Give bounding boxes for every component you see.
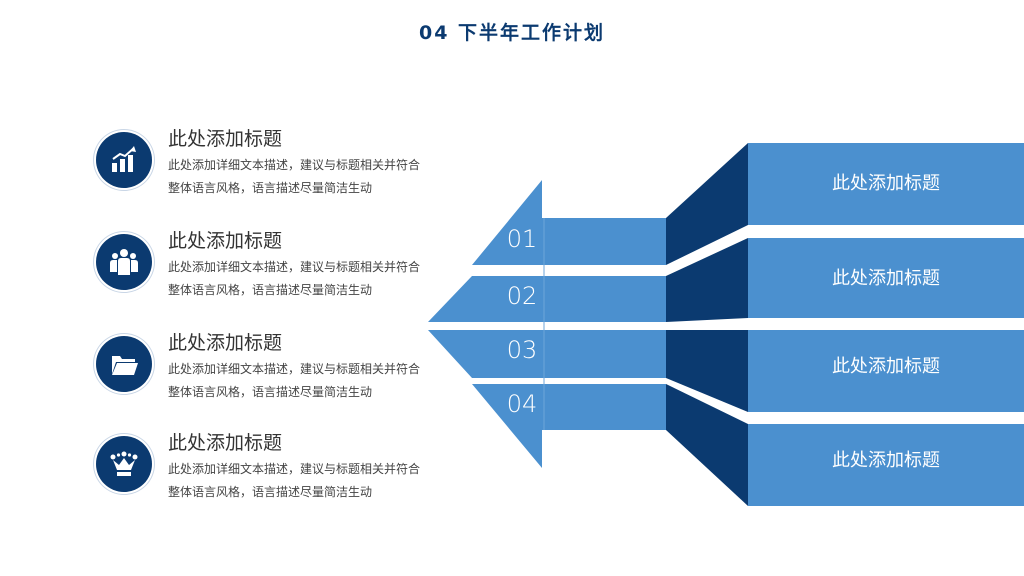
right-label-1: 此处添加标题	[832, 173, 940, 194]
arrow-segment-4	[472, 384, 666, 468]
plan-item-3: 此处添加标题 此处添加详细文本描述，建议与标题相关并符合整体语言风格，语言描述尽…	[96, 332, 456, 412]
right-bar-2	[748, 238, 1024, 318]
item-description: 此处添加详细文本描述，建议与标题相关并符合整体语言风格，语言描述尽量简洁生动	[168, 362, 421, 399]
right-label-3: 此处添加标题	[832, 356, 940, 377]
folder-icon	[96, 336, 152, 392]
twist-3	[666, 330, 748, 412]
team-icon	[96, 234, 152, 290]
item-title: 此处添加标题	[168, 432, 283, 454]
right-bar-3	[748, 330, 1024, 412]
crown-icon	[96, 436, 152, 492]
arrow-number-1: 01	[506, 225, 538, 253]
arrow-segment-1	[472, 180, 666, 265]
item-title: 此处添加标题	[168, 128, 283, 150]
slide-title: 04 下半年工作计划	[418, 22, 606, 44]
twist-4	[666, 384, 748, 506]
item-description: 此处添加详细文本描述，建议与标题相关并符合整体语言风格，语言描述尽量简洁生动	[168, 260, 421, 297]
arrow-segment-2	[428, 276, 666, 322]
arrow-number-4: 04	[506, 390, 538, 418]
item-title: 此处添加标题	[168, 230, 283, 252]
arrow-number-2: 02	[506, 282, 538, 310]
arrow-number-3: 03	[506, 336, 538, 364]
item-description: 此处添加详细文本描述，建议与标题相关并符合整体语言风格，语言描述尽量简洁生动	[168, 158, 421, 195]
item-title: 此处添加标题	[168, 332, 283, 354]
right-bar-1	[748, 143, 1024, 225]
chart-growth-icon	[96, 132, 152, 188]
right-label-4: 此处添加标题	[832, 450, 940, 471]
item-description: 此处添加详细文本描述，建议与标题相关并符合整体语言风格，语言描述尽量简洁生动	[168, 462, 421, 499]
plan-item-2: 此处添加标题 此处添加详细文本描述，建议与标题相关并符合整体语言风格，语言描述尽…	[96, 230, 456, 310]
plan-item-4: 此处添加标题 此处添加详细文本描述，建议与标题相关并符合整体语言风格，语言描述尽…	[96, 432, 456, 512]
right-label-2: 此处添加标题	[832, 268, 940, 289]
arrow-segment-3	[428, 330, 666, 378]
plan-item-1: 此处添加标题 此处添加详细文本描述，建议与标题相关并符合整体语言风格，语言描述尽…	[96, 128, 456, 208]
right-bar-4	[748, 424, 1024, 506]
twist-2	[666, 238, 748, 322]
twist-1	[666, 143, 748, 265]
